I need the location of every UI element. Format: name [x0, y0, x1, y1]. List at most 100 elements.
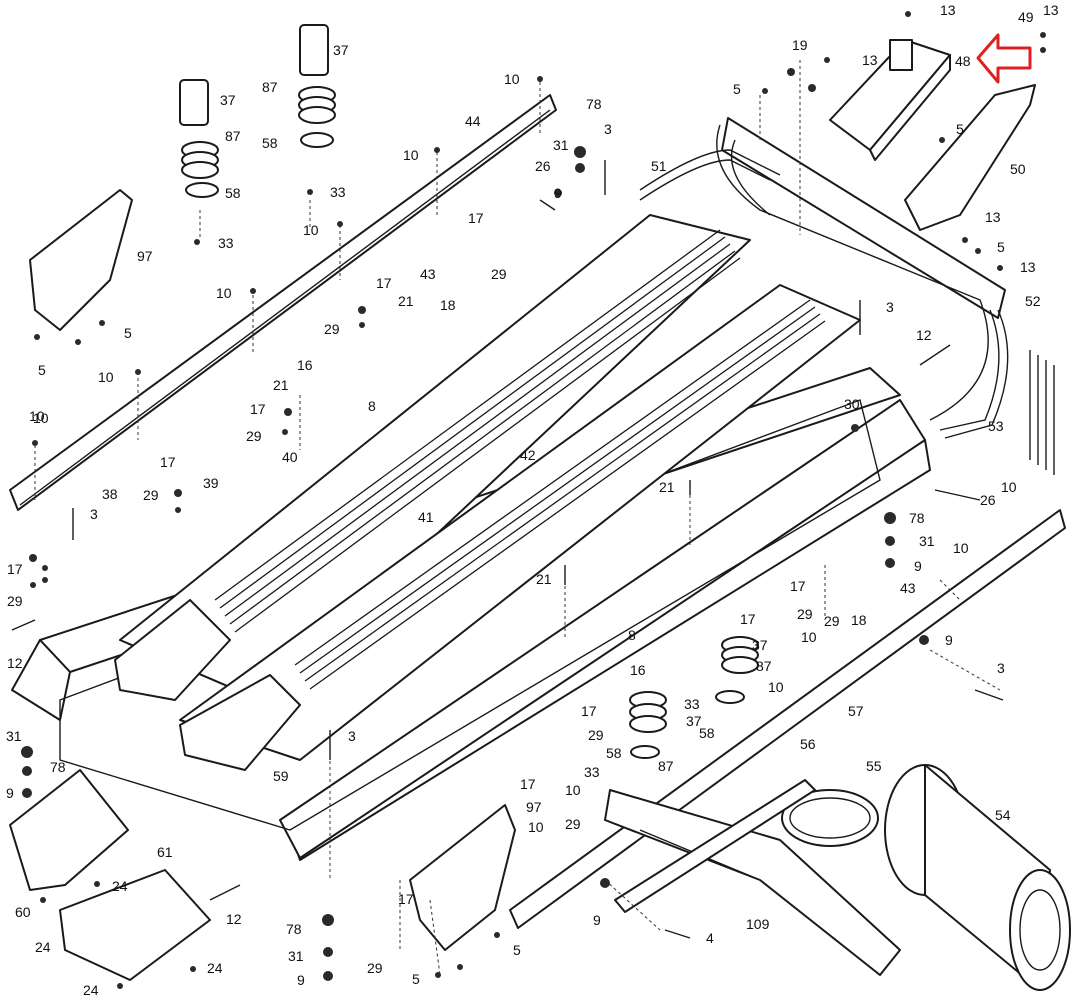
callout-33: 33 — [218, 235, 234, 251]
callout-49: 49 — [1018, 9, 1034, 25]
callout-78: 78 — [909, 510, 925, 526]
callout-87: 87 — [262, 79, 278, 95]
callout-21: 21 — [659, 479, 675, 495]
callout-10: 10 — [303, 222, 319, 238]
callout-58: 58 — [262, 135, 278, 151]
callout-58: 58 — [606, 745, 622, 761]
callout-13: 13 — [985, 209, 1001, 225]
callout-10: 10 — [33, 410, 49, 426]
callout-29: 29 — [824, 613, 840, 629]
callout-87: 87 — [756, 658, 772, 674]
rods-and-bolts — [11, 160, 1055, 939]
callout-24: 24 — [112, 878, 128, 894]
callout-17: 17 — [376, 275, 392, 291]
callout-31: 31 — [553, 137, 569, 153]
callout-17: 17 — [7, 561, 23, 577]
callout-13: 13 — [940, 2, 956, 18]
callout-97: 97 — [526, 799, 542, 815]
callout-5: 5 — [733, 81, 741, 97]
callout-21: 21 — [536, 571, 552, 587]
callout-37: 37 — [686, 713, 702, 729]
callout-44: 44 — [465, 113, 481, 129]
callout-10: 10 — [29, 408, 45, 424]
hardware — [21, 11, 1046, 989]
callout-60: 60 — [15, 904, 31, 920]
callout-5: 5 — [956, 121, 964, 137]
covers — [9, 189, 516, 981]
callout-9: 9 — [6, 785, 14, 801]
callout-9: 9 — [593, 912, 601, 928]
callout-24: 24 — [35, 939, 51, 955]
callout-24: 24 — [207, 960, 223, 976]
callout-87: 87 — [658, 758, 674, 774]
callout-3: 3 — [997, 660, 1005, 676]
shock-springs — [179, 24, 759, 759]
callout-10: 10 — [216, 285, 232, 301]
callout-9: 9 — [945, 632, 953, 648]
callout-31: 31 — [6, 728, 22, 744]
callout-9: 9 — [297, 972, 305, 988]
callout-10: 10 — [953, 540, 969, 556]
callout-29: 29 — [324, 321, 340, 337]
callout-16: 16 — [297, 357, 313, 373]
callout-10: 10 — [403, 147, 419, 163]
callout-13: 13 — [1043, 2, 1059, 18]
callout-12: 12 — [916, 327, 932, 343]
callout-3: 3 — [348, 728, 356, 744]
callout-78: 78 — [286, 921, 302, 937]
callout-54: 54 — [995, 807, 1011, 823]
callout-97: 97 — [137, 248, 153, 264]
controller-board — [829, 39, 951, 161]
callout-33: 33 — [684, 696, 700, 712]
callout-5: 5 — [124, 325, 132, 341]
callout-31: 31 — [919, 533, 935, 549]
callout-41: 41 — [418, 509, 434, 525]
callout-9: 9 — [554, 185, 562, 201]
callout-17: 17 — [468, 210, 484, 226]
callout-109: 109 — [746, 916, 770, 932]
callout-58: 58 — [225, 185, 241, 201]
callout-87: 87 — [225, 128, 241, 144]
callout-21: 21 — [273, 377, 289, 393]
callout-21: 21 — [398, 293, 414, 309]
callout-29: 29 — [491, 266, 507, 282]
callout-9: 9 — [914, 558, 922, 574]
callout-42: 42 — [520, 447, 536, 463]
callout-51: 51 — [651, 158, 667, 174]
callout-78: 78 — [586, 96, 602, 112]
callout-labels: 13 49 13 48 13 19 5 5 50 37 87 37 87 58 … — [6, 2, 1059, 998]
callout-52: 52 — [1025, 293, 1041, 309]
callout-17: 17 — [790, 578, 806, 594]
callout-10: 10 — [1001, 479, 1017, 495]
walking-belt-deck — [114, 214, 861, 771]
callout-39: 39 — [203, 475, 219, 491]
callout-10: 10 — [768, 679, 784, 695]
assembly-guide-lines — [34, 60, 1001, 976]
callout-13: 13 — [1020, 259, 1036, 275]
callout-37: 37 — [220, 92, 236, 108]
callout-17: 17 — [250, 401, 266, 417]
callout-59: 59 — [273, 768, 289, 784]
callout-17: 17 — [160, 454, 176, 470]
callout-29: 29 — [246, 428, 262, 444]
highlight-arrow-icon — [976, 33, 1032, 84]
callout-10: 10 — [528, 819, 544, 835]
callout-29: 29 — [588, 727, 604, 743]
callout-12: 12 — [7, 655, 23, 671]
callout-50: 50 — [1010, 161, 1026, 177]
callout-40: 40 — [282, 449, 298, 465]
callout-56: 56 — [800, 736, 816, 752]
callout-17: 17 — [581, 703, 597, 719]
callout-78: 78 — [50, 759, 66, 775]
callout-8: 8 — [368, 398, 376, 414]
callout-18: 18 — [440, 297, 456, 313]
callout-53: 53 — [988, 418, 1004, 434]
callout-58: 58 — [699, 725, 715, 741]
callout-29: 29 — [7, 593, 23, 609]
callout-10: 10 — [504, 71, 520, 87]
callout-5: 5 — [412, 971, 420, 987]
callout-16: 16 — [630, 662, 646, 678]
callout-29: 29 — [565, 816, 581, 832]
callout-29: 29 — [143, 487, 159, 503]
